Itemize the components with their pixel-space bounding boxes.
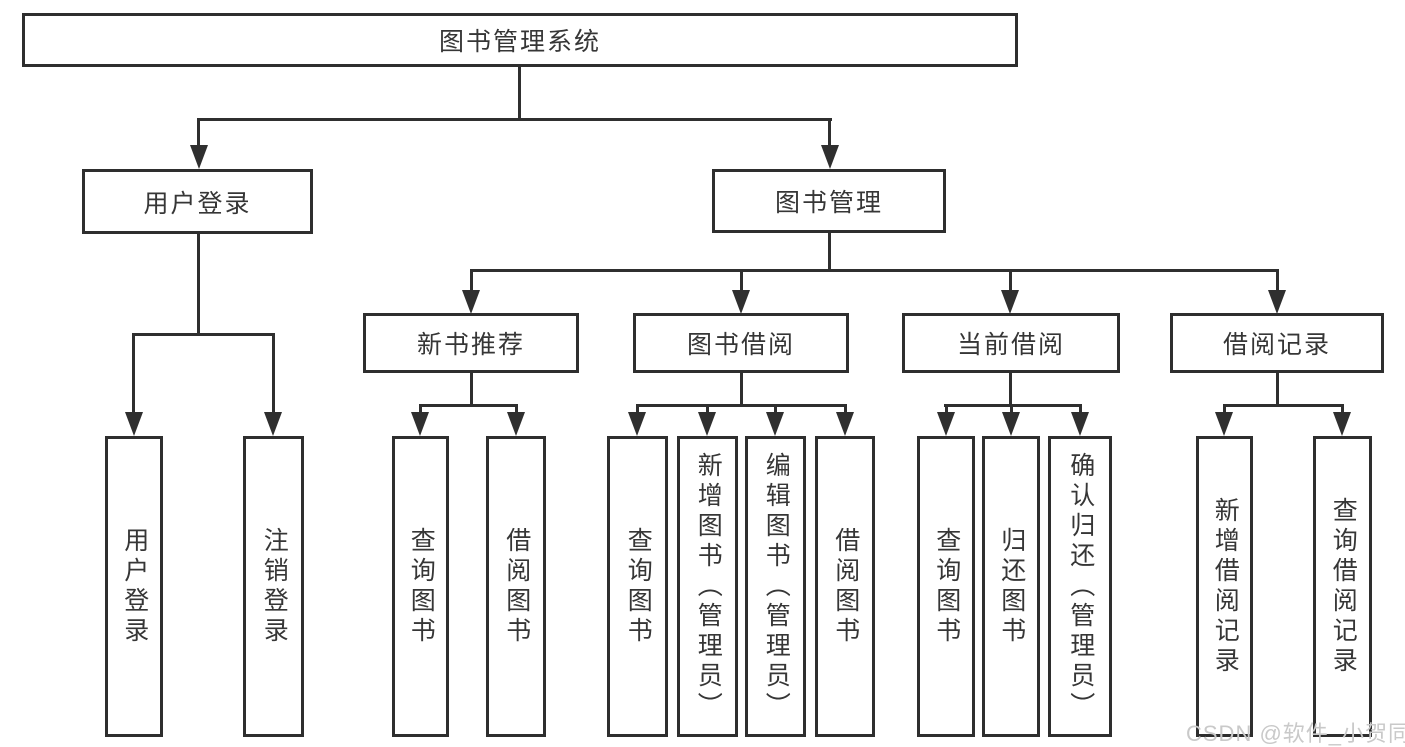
connector-records-stem [1276, 370, 1279, 407]
leaf-recommend-query-books-label: 查询图书 [407, 526, 436, 647]
watermark: CSDN @软件_小贺同学 [1186, 721, 1405, 746]
connector-drop-leaf [1079, 404, 1082, 416]
arrowhead-icon [1268, 290, 1286, 314]
node-user-login-label: 用户登录 [143, 189, 252, 218]
connector-level2-rail [198, 118, 832, 121]
connector-drop-login [197, 118, 200, 148]
leaf-logout: 注销登录 [243, 436, 304, 737]
arrowhead-icon [411, 412, 429, 436]
node-new-book-recommend: 新书推荐 [363, 313, 579, 373]
connector-drop-borrow [740, 269, 743, 294]
leaf-records-add-record: 新增借阅记录 [1196, 436, 1253, 737]
leaf-borrow-query-books: 查询图书 [607, 436, 668, 737]
connector-drop-leaf [945, 404, 948, 416]
arrowhead-icon [1002, 412, 1020, 436]
connector-drop-leaf [706, 404, 709, 416]
connector-root-stem [518, 65, 521, 120]
arrowhead-icon [462, 290, 480, 314]
connector-drop-leaf [636, 404, 639, 416]
node-new-book-recommend-label: 新书推荐 [416, 331, 525, 359]
node-current-borrow-label: 当前借阅 [956, 331, 1065, 359]
arrowhead-icon [264, 412, 282, 436]
node-root: 图书管理系统 [22, 13, 1018, 67]
arrowhead-icon [732, 290, 750, 314]
connector-management-stem [828, 231, 831, 272]
connector-drop-leaf [774, 404, 777, 416]
connector-recommend-rail [419, 404, 518, 407]
leaf-user-login-label: 用户登录 [120, 526, 149, 647]
leaf-current-confirm-return-admin: 确认归还（管理员） [1048, 436, 1112, 737]
node-user-login: 用户登录 [82, 169, 313, 234]
connector-recommend-stem [470, 370, 473, 407]
node-borrow-records-label: 借阅记录 [1222, 331, 1331, 359]
arrowhead-icon [1071, 412, 1089, 436]
node-book-management: 图书管理 [712, 169, 946, 233]
leaf-records-add-record-label: 新增借阅记录 [1211, 496, 1240, 677]
leaf-records-query-record: 查询借阅记录 [1313, 436, 1372, 737]
leaf-borrow-add-books-admin: 新增图书（管理员） [677, 436, 738, 737]
connector-drop-leaf [419, 404, 422, 416]
connector-drop-recommend [470, 269, 473, 294]
arrowhead-icon [190, 145, 208, 169]
node-borrow-records: 借阅记录 [1170, 313, 1384, 373]
connector-drop-records [1276, 269, 1279, 294]
connector-borrow-stem [740, 370, 743, 407]
arrowhead-icon [1215, 412, 1233, 436]
connector-drop-leaf [1010, 404, 1013, 416]
arrowhead-icon [836, 412, 854, 436]
connector-borrow-rail [636, 404, 846, 407]
leaf-current-query-books: 查询图书 [917, 436, 975, 737]
leaf-current-return-books: 归还图书 [982, 436, 1040, 737]
leaf-borrow-borrow-books: 借阅图书 [815, 436, 875, 737]
node-book-borrow: 图书借阅 [633, 313, 849, 373]
leaf-recommend-borrow-books: 借阅图书 [486, 436, 546, 737]
leaf-borrow-edit-books-admin-label: 编辑图书（管理员） [762, 451, 791, 722]
leaf-current-query-books-label: 查询图书 [932, 526, 961, 647]
leaf-current-confirm-return-admin-label: 确认归还（管理员） [1066, 451, 1095, 722]
leaf-recommend-query-books: 查询图书 [392, 436, 449, 737]
arrowhead-icon [125, 412, 143, 436]
leaf-logout-label: 注销登录 [260, 526, 289, 647]
leaf-current-return-books-label: 归还图书 [997, 526, 1026, 647]
leaf-borrow-borrow-books-label: 借阅图书 [831, 526, 860, 647]
leaf-records-query-record-label: 查询借阅记录 [1329, 496, 1358, 677]
connector-drop-leaf-logout [272, 333, 275, 415]
node-current-borrow: 当前借阅 [902, 313, 1120, 373]
connector-login-rail [133, 333, 275, 336]
arrowhead-icon [628, 412, 646, 436]
arrowhead-icon [1333, 412, 1351, 436]
arrowhead-icon [1001, 290, 1019, 314]
leaf-recommend-borrow-books-label: 借阅图书 [502, 526, 531, 647]
connector-login-stem [197, 232, 200, 336]
leaf-borrow-add-books-admin-label: 新增图书（管理员） [694, 451, 723, 722]
arrowhead-icon [507, 412, 525, 436]
connector-drop-management [828, 118, 831, 148]
arrowhead-icon [821, 145, 839, 169]
leaf-borrow-edit-books-admin: 编辑图书（管理员） [745, 436, 806, 737]
node-root-label: 图书管理系统 [438, 28, 601, 56]
connector-drop-leaf [515, 404, 518, 416]
connector-drop-current [1009, 269, 1012, 294]
arrowhead-icon [698, 412, 716, 436]
node-book-management-label: 图书管理 [774, 189, 883, 217]
connector-records-rail [1223, 404, 1343, 407]
connector-current-stem [1009, 370, 1012, 407]
arrowhead-icon [766, 412, 784, 436]
connector-drop-leaf-login [132, 333, 135, 415]
connector-drop-leaf [1223, 404, 1226, 416]
connector-sections-rail [470, 269, 1278, 272]
node-book-borrow-label: 图书借阅 [686, 331, 795, 359]
connector-drop-leaf [1341, 404, 1344, 416]
leaf-borrow-query-books-label: 查询图书 [624, 526, 653, 647]
leaf-user-login: 用户登录 [105, 436, 163, 737]
arrowhead-icon [937, 412, 955, 436]
connector-drop-leaf [844, 404, 847, 416]
